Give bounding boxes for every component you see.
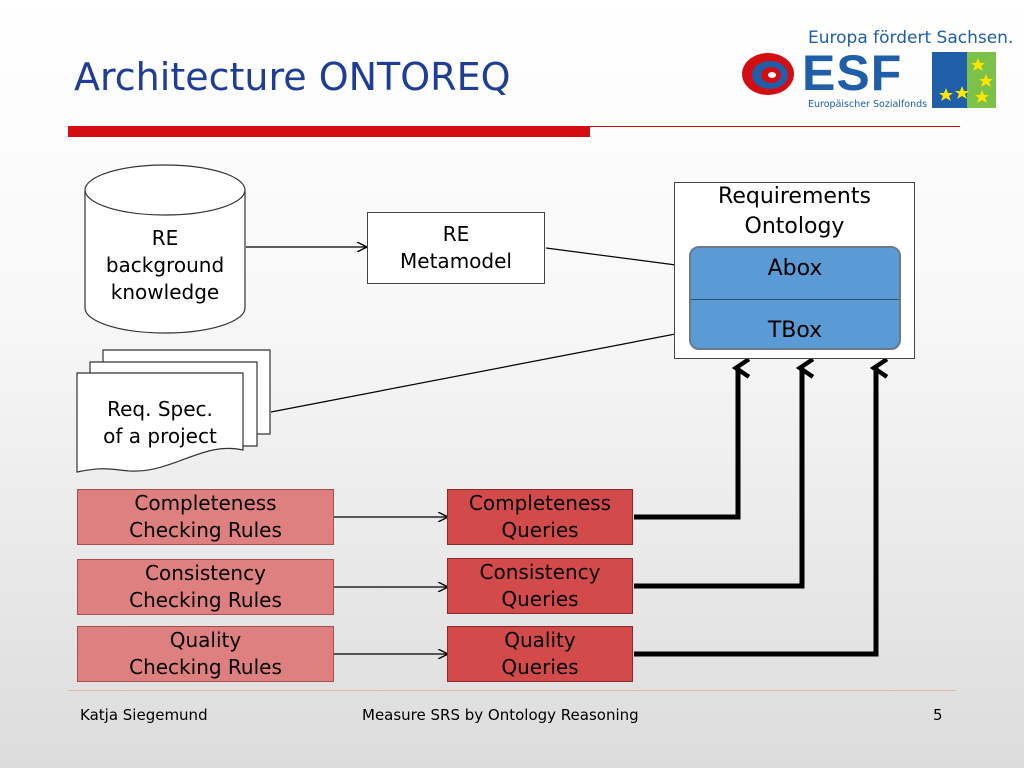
completeness-rules-box: Completeness Checking Rules — [77, 489, 334, 545]
quality-queries-box: Quality Queries — [447, 626, 633, 682]
consistency-rules-label: Consistency Checking Rules — [129, 561, 282, 612]
footer-divider — [68, 690, 956, 691]
footer-author: Katja Siegemund — [80, 706, 208, 724]
swirl-icon — [742, 53, 794, 95]
abox-tbox-divider — [691, 299, 899, 300]
tbox-label: TBox — [767, 318, 823, 343]
re-metamodel-box: RE Metamodel — [367, 212, 545, 284]
eu-flag-icon — [932, 52, 996, 108]
esf-logo: Europa fördert Sachsen. ESF Europäischer… — [740, 28, 1013, 112]
re-background-knowledge-label: RE background knowledge — [105, 226, 225, 304]
consistency-queries-box: Consistency Queries — [447, 558, 633, 614]
document-stack — [76, 349, 271, 473]
slide-title: Architecture ONTOREQ — [74, 55, 511, 99]
logo-sub-text: Europäischer Sozialfonds — [808, 99, 928, 110]
thick-arrow-quality — [634, 357, 889, 657]
consistency-queries-label: Consistency Queries — [479, 560, 601, 611]
thick-arrow-completeness — [634, 357, 751, 520]
quality-queries-label: Quality Queries — [501, 628, 579, 679]
title-accent-bar — [68, 126, 590, 137]
footer-presentation-title: Measure SRS by Ontology Reasoning — [362, 706, 639, 724]
re-metamodel-label: RE Metamodel — [400, 222, 512, 273]
completeness-queries-box: Completeness Queries — [447, 489, 633, 545]
consistency-rules-box: Consistency Checking Rules — [77, 559, 334, 615]
logo-top-text: Europa fördert Sachsen. — [808, 28, 1014, 48]
req-spec-label: Req. Spec. of a project — [103, 397, 217, 448]
completeness-queries-label: Completeness Queries — [468, 491, 612, 542]
logo-main-text: ESF — [802, 45, 903, 101]
thick-arrow-consistency — [634, 357, 815, 589]
title-accent-line — [590, 126, 960, 127]
quality-rules-box: Quality Checking Rules — [77, 626, 334, 682]
database-cylinder — [84, 164, 246, 334]
abox-label: Abox — [767, 256, 823, 281]
arrow-reqspec-to-tbox — [270, 325, 722, 413]
quality-rules-label: Quality Checking Rules — [129, 628, 282, 679]
requirements-ontology-title: Requirements Ontology — [718, 184, 871, 239]
page-number: 5 — [933, 706, 943, 724]
completeness-rules-label: Completeness Checking Rules — [129, 491, 282, 542]
abox-tbox-group: Abox TBox — [689, 246, 901, 350]
